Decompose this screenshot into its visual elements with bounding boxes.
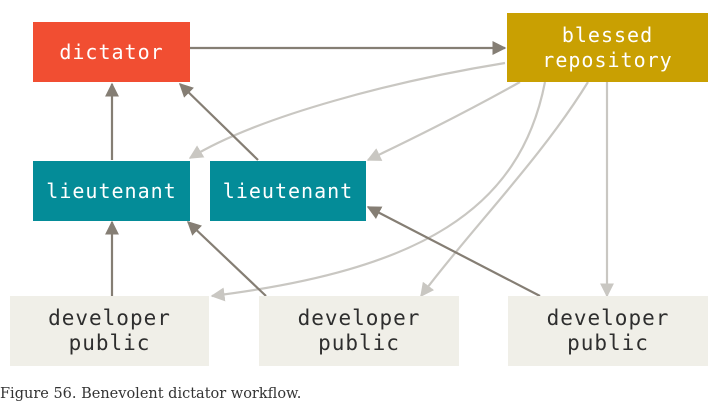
developer-left-public-label: public (68, 331, 151, 355)
blessed-label: blessed (561, 22, 654, 47)
lieutenant-right-node: lieutenant (210, 161, 366, 221)
figure-caption: Figure 56. Benevolent dictator workflow. (0, 386, 302, 402)
blessed-repository-node: blessed repository (507, 13, 708, 82)
dictator-node: dictator (33, 22, 190, 82)
developer-middle-public-label: public (318, 331, 400, 355)
lieutenant-left-node: lieutenant (33, 161, 190, 221)
developer-middle-node: developer public (259, 296, 459, 366)
developer-left-node: developer public (10, 296, 209, 366)
arrow-blessed-to-developer-left (210, 81, 547, 302)
arrow-blessed-to-lieutenant-right (366, 81, 521, 161)
arrow-developer-right-to-lieutenant-right (366, 206, 541, 297)
repository-label: repository (542, 47, 673, 72)
dictator-label: dictator (59, 39, 164, 64)
arrow-blessed-to-lieutenant-left (188, 61, 506, 159)
lieutenant-right-label: lieutenant (222, 178, 354, 203)
developer-right-label: developer (546, 306, 670, 330)
developer-right-node: developer public (508, 296, 708, 366)
developer-left-label: developer (48, 306, 171, 330)
arrow-developer-middle-to-lieutenant-left (186, 221, 267, 297)
developer-right-public-label: public (567, 331, 649, 355)
arrow-lieutenant-right-to-dictator (178, 83, 259, 161)
arrow-blessed-to-developer-middle (420, 81, 589, 298)
lieutenant-left-label: lieutenant (46, 178, 177, 203)
developer-middle-label: developer (297, 306, 421, 330)
